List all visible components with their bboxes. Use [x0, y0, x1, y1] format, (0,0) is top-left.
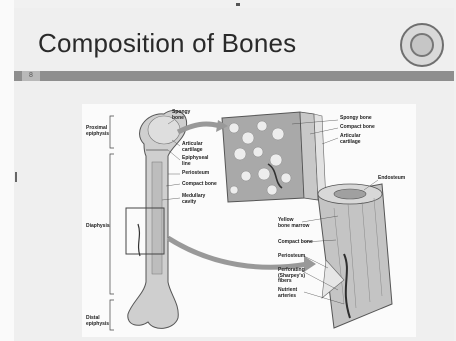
top-marker	[236, 3, 240, 6]
distal-bracket	[110, 300, 114, 330]
medullary-cavity-shape	[152, 162, 162, 274]
label-spongy-bone-right: Spongy bone	[340, 116, 372, 122]
label-endosteum: Endosteum	[378, 176, 405, 182]
label-epiphyseal-line: Epiphyseal line	[182, 156, 208, 167]
label-medullary-cavity: Medullary cavity	[182, 194, 205, 205]
nutrient-vessel	[138, 224, 140, 256]
label-spongy-bone-top: Spongy bone	[172, 110, 190, 121]
label-articular-cartilage-left: Articular cartilage	[182, 142, 203, 153]
title-divider-bar	[14, 71, 454, 81]
slide-number: 8	[22, 71, 40, 81]
label-yellow-bone-marrow: Yellow bone marrow	[278, 218, 309, 229]
label-diaphysis: Diaphysis	[86, 224, 110, 230]
proximal-bracket	[110, 116, 114, 148]
slide-title: Composition of Bones	[38, 28, 296, 59]
label-distal-epiphysis: Distal epiphysis	[86, 316, 109, 327]
arrow-head-bottom	[304, 256, 316, 272]
label-periosteum-left: Periosteum	[182, 171, 209, 177]
label-articular-cartilage-right: Articular cartilage	[340, 134, 361, 145]
university-seal-icon	[400, 23, 444, 67]
seal-center	[410, 33, 434, 57]
label-periosteum-lower: Periosteum	[278, 254, 305, 260]
bone-anatomy-figure: Spongy bone Proximal epiphysis Articular…	[82, 104, 416, 337]
left-edge-mark	[15, 172, 17, 182]
label-compact-bone-right: Compact bone	[340, 125, 375, 131]
diaphysis-bracket	[110, 154, 114, 294]
label-perforating-fibers: Perforating (Sharpey's) fibers	[278, 268, 305, 285]
label-compact-bone-left: Compact bone	[182, 182, 217, 188]
label-compact-bone-lower: Compact bone	[278, 240, 313, 246]
compact-bone-section	[318, 184, 392, 328]
label-nutrient-arteries: Nutrient arteries	[278, 288, 297, 299]
bone-diagram-illustration	[82, 104, 416, 337]
marrow-cavity-face	[334, 189, 366, 199]
screen-left-edge	[0, 0, 14, 341]
label-proximal-epiphysis: Proximal epiphysis	[86, 126, 109, 137]
